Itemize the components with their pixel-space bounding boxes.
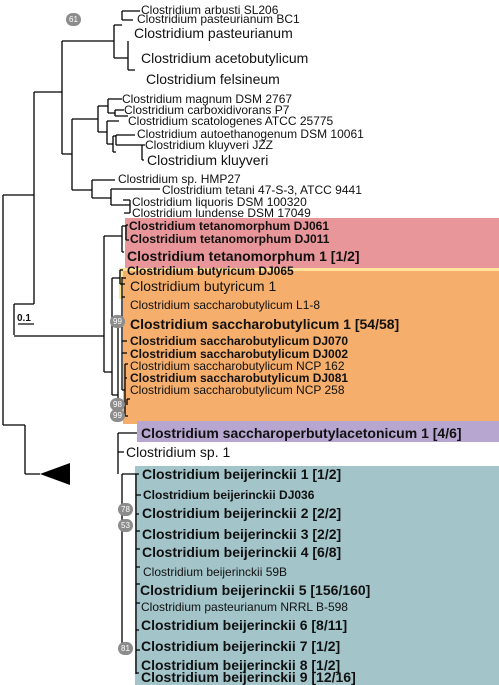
tree-leaf: Clostridium kluyveri JZZ	[145, 138, 274, 152]
tree-leaf: Clostridium saccharobutylicum 1 [54/58]	[130, 316, 400, 332]
tree-leaf: Clostridium saccharobutylicum DJ070	[130, 334, 349, 348]
tree-leaf: Clostridium scatologenes ATCC 25775	[128, 114, 334, 128]
tree-leaf: Clostridium kluyveri	[147, 152, 269, 168]
tree-leaf: Clostridium beijerinckii 9 [12/16]	[141, 669, 356, 685]
tree-leaf: Clostridium beijerinckii 8 [1/2]	[141, 657, 341, 673]
tree-leaf: Clostridium felsineum	[146, 71, 280, 87]
clade-saccharobutylicum-highlight	[123, 271, 499, 424]
tree-leaf: Clostridium saccharoperbutylacetonicum 1…	[141, 425, 462, 441]
tree-leaf: Clostridium magnum DSM 2767	[122, 92, 293, 106]
tree-leaf: Clostridium saccharobutylicum DJ081	[130, 371, 349, 385]
tree-leaf: Clostridium pasteurianum NRRL B-598	[141, 600, 348, 614]
clade-saccharoperbutylacetonicum-highlight	[137, 421, 499, 442]
tree-leaf: Clostridium beijerinckii 4 [6/8]	[142, 544, 342, 560]
bootstrap-value: 81	[118, 642, 133, 655]
tree-leaf: Clostridium beijerinckii 5 [156/160]	[140, 582, 371, 598]
tree-leaf: Clostridium sp. 1	[126, 444, 231, 460]
tree-leaf: Clostridium beijerinckii 2 [2/2]	[142, 505, 342, 521]
tree-leaf: Clostridium sp. HMP27	[118, 172, 241, 186]
tree-leaf: Clostridium beijerinckii 3 [2/2]	[142, 526, 342, 542]
tree-leaf: Clostridium arbusti SL206	[141, 3, 279, 17]
tree-leaf: Clostridium liquoris DSM 100320	[132, 195, 307, 209]
clade-beijerinckii-highlight	[135, 466, 499, 685]
tree-leaf: Clostridium beijerinckii 1 [1/2]	[142, 466, 342, 482]
tree-leaf: Clostridium pasteurianum BC1	[137, 12, 300, 26]
tree-leaf: Clostridium tetanomorphum DJ011	[130, 232, 330, 246]
triangle-icon	[40, 463, 70, 485]
tree-leaf: Clostridium saccharobutylicum DJ002	[130, 347, 349, 361]
tree-leaf: Clostridium acetobutylicum	[141, 50, 309, 66]
tree-leaf: Clostridium tetani 47-S-3, ATCC 9441	[162, 183, 362, 197]
tree-leaf: Clostridium saccharobutylicum L1-8	[130, 298, 321, 312]
bootstrap-value: 53	[118, 519, 133, 532]
tree-leaf: Clostridium saccharobutylicum NCP 258	[130, 383, 345, 397]
tree-leaf: Clostridium beijerinckii 59B	[143, 565, 288, 579]
bootstrap-value: 99	[110, 409, 125, 422]
bootstrap-value: 99	[110, 315, 125, 328]
bootstrap-value: 78	[118, 503, 133, 516]
tree-leaf: Clostridium carboxidivorans P7	[124, 103, 290, 117]
clade-tetanomorphum-highlight	[125, 218, 499, 268]
tree-leaf: Clostridium beijerinckii 6 [8/11]	[141, 617, 348, 633]
scale-bar-label: 0.1	[17, 313, 31, 324]
tree-leaf: Clostridium beijerinckii DJ036	[143, 488, 315, 502]
bootstrap-value: 98	[110, 398, 125, 411]
tree-leaf: Clostridium lundense DSM 17049	[132, 206, 311, 220]
tree-leaf: Clostridium tetanomorphum 1 [1/2]	[127, 248, 360, 264]
tree-leaf: Clostridium pasteurianum	[134, 25, 293, 41]
bootstrap-value: 61	[66, 13, 81, 26]
tree-leaf: Clostridium butyricum 1	[130, 278, 277, 294]
tree-leaf: Clostridium saccharobutylicum NCP 162	[130, 359, 345, 373]
tree-leaf: Clostridium autoethanogenum DSM 10061	[137, 127, 364, 141]
tree-leaf: Clostridium tetanomorphum DJ061	[129, 219, 330, 233]
tree-leaf: Clostridium butyricum DJ065	[127, 264, 294, 278]
tree-leaf: Clostridium beijerinckii 7 [1/2]	[141, 638, 341, 654]
